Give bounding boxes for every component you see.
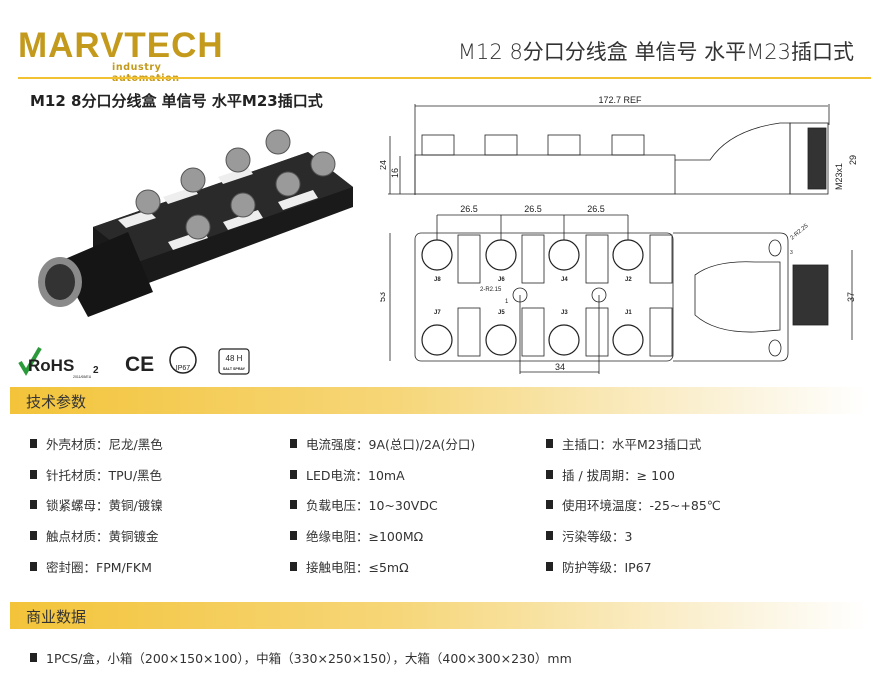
packaging-text: 1PCS/盒，小箱（200×150×100），中箱（330×250×150），大… xyxy=(46,651,572,666)
bullet-icon xyxy=(30,531,37,540)
dim-mark-1: 1 xyxy=(505,299,509,305)
certification-icons: RoHS 2 2011/65/EU CE IP67 48 H SALT SPRA… xyxy=(18,346,250,379)
spec-text: 污染等级：3 xyxy=(562,529,633,544)
port-label-j2: J2 xyxy=(625,277,632,283)
spec-item: 锁紧螺母：黄铜/镀镍 xyxy=(30,495,163,514)
spec-item: 污染等级：3 xyxy=(546,526,632,545)
port-label-j3: J3 xyxy=(561,310,568,316)
page-title: M12 8分口分线盒 单信号 水平M23插口式 xyxy=(457,40,854,64)
dim-mark-3: 3 xyxy=(790,250,793,256)
section-title-business: 商业数据 xyxy=(26,608,87,626)
spec-text: LED电流：10mA xyxy=(306,468,405,483)
section-header-tech: 技术参数 xyxy=(10,387,867,414)
dim-radius-small: 2-R2.15 xyxy=(480,287,502,293)
spec-item: 密封圈：FPM/FKM xyxy=(30,557,152,576)
port-label-j1: J1 xyxy=(625,310,632,316)
spec-item: 触点材质：黄铜镀金 xyxy=(30,526,159,545)
bullet-icon xyxy=(290,470,297,479)
rohs-mark: RoHS xyxy=(28,356,74,375)
dim-width-37: 37 xyxy=(846,292,856,302)
port-label-j6: J6 xyxy=(498,277,505,283)
salt-spray-icon xyxy=(218,348,250,375)
port-label-j4: J4 xyxy=(561,277,568,283)
dim-height-29: 29 xyxy=(848,155,858,165)
brand-logo: MARVTECH industry automation xyxy=(18,26,224,85)
bullet-icon xyxy=(30,653,37,662)
spec-text: 插 / 拔周期：≥ 100 xyxy=(562,468,675,483)
bullet-icon xyxy=(290,439,297,448)
spec-item: LED电流：10mA xyxy=(290,465,405,484)
salt-hours: 48 H xyxy=(226,354,243,363)
spec-item: 电流强度：9A(总口)/2A(分口) xyxy=(290,434,475,453)
spec-text: 接触电阻：≤5mΩ xyxy=(306,560,409,575)
bullet-icon xyxy=(290,562,297,571)
product-photo xyxy=(38,129,353,317)
ip67-icon xyxy=(169,346,197,374)
spec-text: 主插口：水平M23插口式 xyxy=(562,437,702,452)
ip67-mark: IP67 xyxy=(176,365,191,372)
section-title-tech: 技术参数 xyxy=(26,393,87,411)
bullet-icon xyxy=(546,562,553,571)
bullet-icon xyxy=(30,470,37,479)
spec-item: 针托材质：TPU/黑色 xyxy=(30,465,162,484)
spec-item: 防护等级：IP67 xyxy=(546,557,652,576)
spec-text: 触点材质：黄铜镀金 xyxy=(46,529,159,544)
spec-text: 绝缘电阻：≥100MΩ xyxy=(306,529,424,544)
bullet-icon xyxy=(546,439,553,448)
bullet-icon xyxy=(290,531,297,540)
packaging-info: 1PCS/盒，小箱（200×150×100），中箱（330×250×150），大… xyxy=(30,648,572,667)
port-label-j7: J7 xyxy=(434,310,441,316)
bullet-icon xyxy=(30,500,37,509)
section-header-business: 商业数据 xyxy=(10,602,867,629)
ce-mark: CE xyxy=(125,353,154,376)
spec-item: 接触电阻：≤5mΩ xyxy=(290,557,409,576)
logo-wordmark: MARVTECH xyxy=(18,26,224,65)
bullet-icon xyxy=(30,439,37,448)
header-divider xyxy=(18,77,871,79)
bullet-icon xyxy=(546,531,553,540)
dim-spacing-34: 34 xyxy=(555,362,565,372)
dim-pitch-3: 26.5 xyxy=(587,204,605,214)
bullet-icon xyxy=(30,562,37,571)
rohs-sub: 2 xyxy=(93,365,99,376)
spec-text: 防护等级：IP67 xyxy=(562,560,652,575)
port-label-j5: J5 xyxy=(498,310,505,316)
spec-text: 密封圈：FPM/FKM xyxy=(46,560,152,575)
dim-thread: M23x1 xyxy=(834,163,844,190)
spec-item: 使用环境温度：-25~+85℃ xyxy=(546,495,721,514)
product-subtitle: M12 8分口分线盒 单信号 水平M23插口式 xyxy=(30,92,323,110)
dim-radius-large: 2-R2.25 xyxy=(789,223,810,242)
dim-pitch-2: 26.5 xyxy=(524,204,542,214)
dim-width-53: 53 xyxy=(380,292,387,302)
spec-item: 插 / 拔周期：≥ 100 xyxy=(546,465,675,484)
spec-item: 负载电压：10~30VDC xyxy=(290,495,438,514)
salt-label: SALT SPRAY xyxy=(223,367,246,371)
dim-pitch-1: 26.5 xyxy=(460,204,478,214)
port-label-j8: J8 xyxy=(434,277,441,283)
spec-text: 针托材质：TPU/黑色 xyxy=(46,468,163,483)
logo-tagline: industry automation xyxy=(112,62,179,84)
spec-text: 使用环境温度：-25~+85℃ xyxy=(562,498,721,513)
rohs-check-icon xyxy=(18,346,42,376)
spec-item: 主插口：水平M23插口式 xyxy=(546,434,701,453)
spec-text: 负载电压：10~30VDC xyxy=(306,498,438,513)
dim-overall-length: 172.7 REF xyxy=(598,95,642,105)
spec-text: 外壳材质：尼龙/黑色 xyxy=(46,437,163,452)
spec-text: 锁紧螺母：黄铜/镀镍 xyxy=(46,498,163,513)
rohs-note: 2011/65/EU xyxy=(73,375,92,379)
spec-text: 电流强度：9A(总口)/2A(分口) xyxy=(306,437,476,452)
dim-height-24: 24 xyxy=(380,160,388,170)
dim-height-16: 16 xyxy=(390,168,400,178)
dimension-drawing: 172.7 REF 24 16 M23x1 29 26.5 26.5 26.5 … xyxy=(380,95,858,374)
bullet-icon xyxy=(290,500,297,509)
spec-item: 绝缘电阻：≥100MΩ xyxy=(290,526,423,545)
spec-item: 外壳材质：尼龙/黑色 xyxy=(30,434,163,453)
bullet-icon xyxy=(546,470,553,479)
bullet-icon xyxy=(546,500,553,509)
